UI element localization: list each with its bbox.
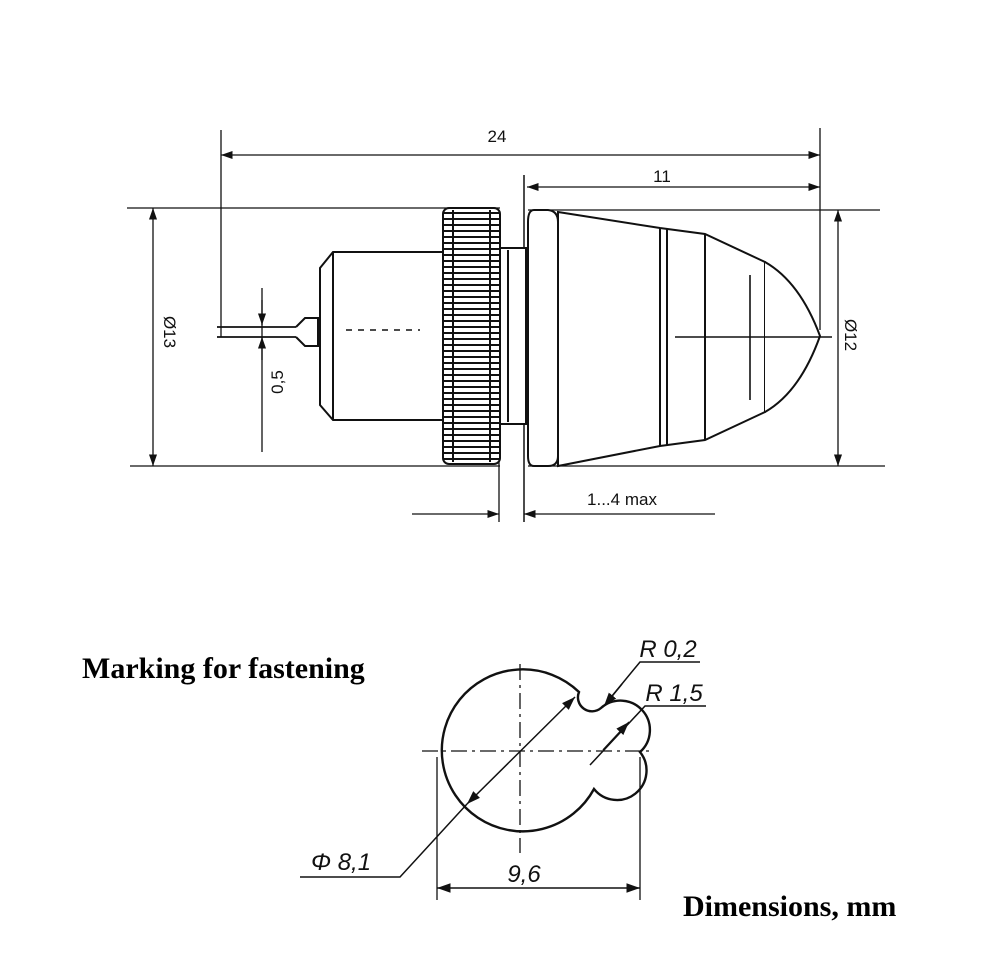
caption-marking-for-fastening: Marking for fastening — [82, 652, 365, 685]
dim-label-d8-1: Φ 8,1 — [311, 849, 371, 876]
dim-label-11: 11 — [653, 167, 671, 186]
leader-d8-1 — [300, 803, 468, 878]
dim-label-r0-2: R 0,2 — [639, 636, 696, 663]
dimension-line-d8-1 — [466, 696, 576, 805]
washer — [499, 247, 527, 425]
dim-label-r1-5: R 1,5 — [645, 680, 703, 707]
rear-housing — [319, 251, 444, 421]
leader-r1-5 — [589, 705, 706, 766]
dim-label-24: 24 — [488, 127, 507, 146]
dim-label-9-6: 9,6 — [507, 861, 541, 888]
dim-label-d12: Ø12 — [841, 319, 860, 351]
side-view — [127, 128, 885, 522]
hole-outline — [440, 668, 652, 833]
dim-label-d13: Ø13 — [160, 316, 179, 348]
pin — [217, 317, 319, 347]
dim-label-pin: 0,5 — [268, 370, 287, 394]
flange — [527, 209, 559, 467]
lens-body — [557, 210, 766, 468]
dim-label-panel: 1...4 max — [587, 490, 657, 509]
knurled-nut — [442, 207, 501, 465]
caption-dimensions-mm: Dimensions, mm — [683, 890, 897, 923]
fastening-hole-view — [300, 661, 706, 900]
